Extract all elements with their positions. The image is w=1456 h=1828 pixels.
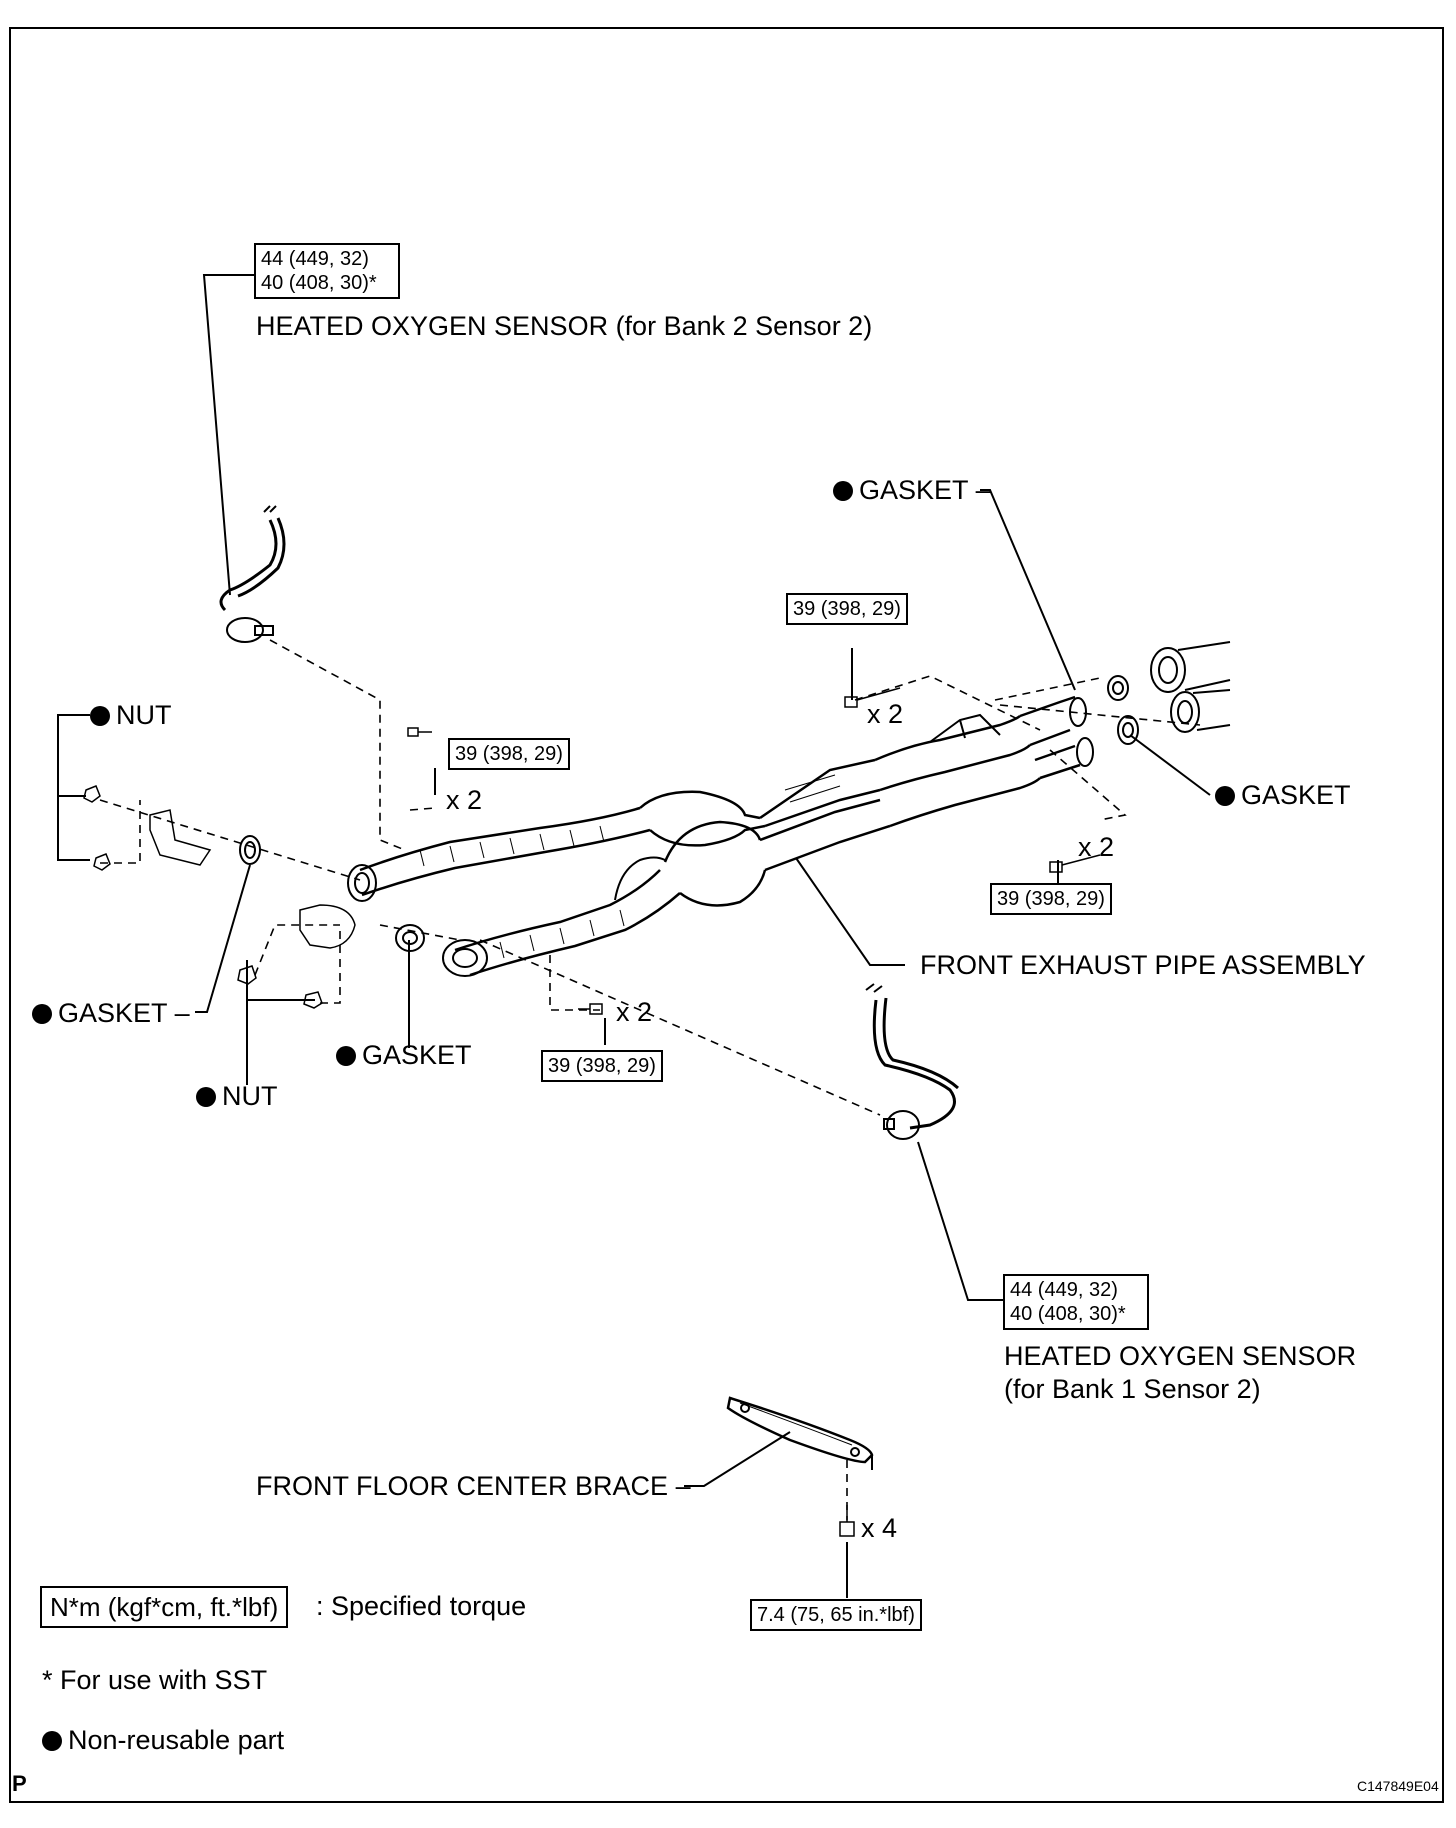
- qty-right: x 2: [1078, 832, 1115, 862]
- dash-icon: –: [975, 475, 991, 505]
- torque-bolt-right: 39 (398, 29): [990, 883, 1112, 915]
- label-o2-bank1-line1: HEATED OXYGEN SENSOR: [1004, 1341, 1357, 1371]
- torque-o2-bank1-line2: 40 (408, 30)*: [1010, 1303, 1126, 1325]
- nut-bottom-text: NUT: [222, 1081, 278, 1111]
- qty-upper-right: x 2: [867, 699, 904, 729]
- brace-text: FRONT FLOOR CENTER BRACE: [256, 1471, 669, 1501]
- torque-bolt-lower: 39 (398, 29): [541, 1050, 663, 1082]
- legend-torque-desc: : Specified torque: [316, 1591, 527, 1621]
- dash-icon: –: [675, 1471, 691, 1501]
- dash-icon: –: [174, 998, 190, 1028]
- qty-lower: x 2: [616, 997, 653, 1027]
- label-gasket-right: GASKET: [1215, 779, 1351, 811]
- torque-bolt-upper-left: 39 (398, 29): [448, 738, 570, 770]
- non-reusable-dot-icon: [90, 706, 110, 726]
- label-front-exhaust-pipe: FRONT EXHAUST PIPE ASSEMBLY: [920, 950, 1366, 980]
- legend-torque-unit-box: N*m (kgf*cm, ft.*lbf): [40, 1586, 289, 1628]
- torque-o2-bank1-line1: 44 (449, 32): [1010, 1279, 1118, 1301]
- torque-o2-bank2-line2: 40 (408, 30)*: [261, 272, 377, 294]
- label-front-floor-center-brace: FRONT FLOOR CENTER BRACE –: [256, 1470, 691, 1502]
- nut-top-leader: [57, 714, 90, 861]
- gasket-right-leader: [1129, 734, 1211, 796]
- illustration-code: C147849E04: [1357, 1778, 1439, 1794]
- gasket-top-right-leader: [980, 489, 1076, 691]
- gasket-top-right-text: GASKET: [859, 475, 969, 505]
- legend-non-reusable-text: Non-reusable part: [68, 1725, 285, 1755]
- legend-non-reusable: Non-reusable part: [42, 1724, 284, 1756]
- label-gasket-left: GASKET –: [32, 997, 190, 1029]
- legend-sst-note: * For use with SST: [42, 1665, 268, 1695]
- non-reusable-dot-icon: [32, 1004, 52, 1024]
- gasket-left-leader: [195, 864, 251, 1013]
- torque-bolt-upper-right: 39 (398, 29): [786, 593, 908, 625]
- qty-upper-left: x 2: [446, 785, 483, 815]
- non-reusable-dot-icon: [196, 1087, 216, 1107]
- corner-letter: P: [12, 1771, 27, 1796]
- front-pipe-leader: [795, 857, 905, 966]
- non-reusable-dot-icon: [1215, 786, 1235, 806]
- non-reusable-dot-icon: [833, 481, 853, 501]
- diagram-frame: [9, 27, 1444, 1803]
- label-o2-bank2: HEATED OXYGEN SENSOR (for Bank 2 Sensor …: [256, 311, 873, 341]
- non-reusable-dot-icon: [42, 1731, 62, 1751]
- label-gasket-center: GASKET: [336, 1039, 472, 1071]
- nut-top-text: NUT: [116, 700, 172, 730]
- gasket-left-text: GASKET: [58, 998, 168, 1028]
- nut-bottom-leader: [246, 999, 315, 1085]
- gasket-right-text: GASKET: [1241, 780, 1351, 810]
- label-nut-bottom: NUT: [196, 1080, 278, 1112]
- qty-brace: x 4: [861, 1513, 898, 1543]
- non-reusable-dot-icon: [336, 1046, 356, 1066]
- label-gasket-top-right: GASKET –: [833, 474, 991, 506]
- brace-leader: [684, 1431, 791, 1487]
- o2-bank1-leader: [917, 1141, 1003, 1301]
- label-nut-top: NUT: [90, 699, 172, 731]
- torque-o2-bank2: 44 (449, 32) 40 (408, 30)*: [254, 243, 400, 299]
- gasket-center-text: GASKET: [362, 1040, 472, 1070]
- torque-o2-bank1: 44 (449, 32) 40 (408, 30)*: [1003, 1274, 1149, 1330]
- torque-o2-bank2-line1: 44 (449, 32): [261, 248, 369, 270]
- label-o2-bank1-line2: (for Bank 1 Sensor 2): [1004, 1374, 1261, 1404]
- o2-bank2-leader: [202, 274, 256, 596]
- torque-brace-bolt: 7.4 (75, 65 in.*lbf): [750, 1599, 922, 1631]
